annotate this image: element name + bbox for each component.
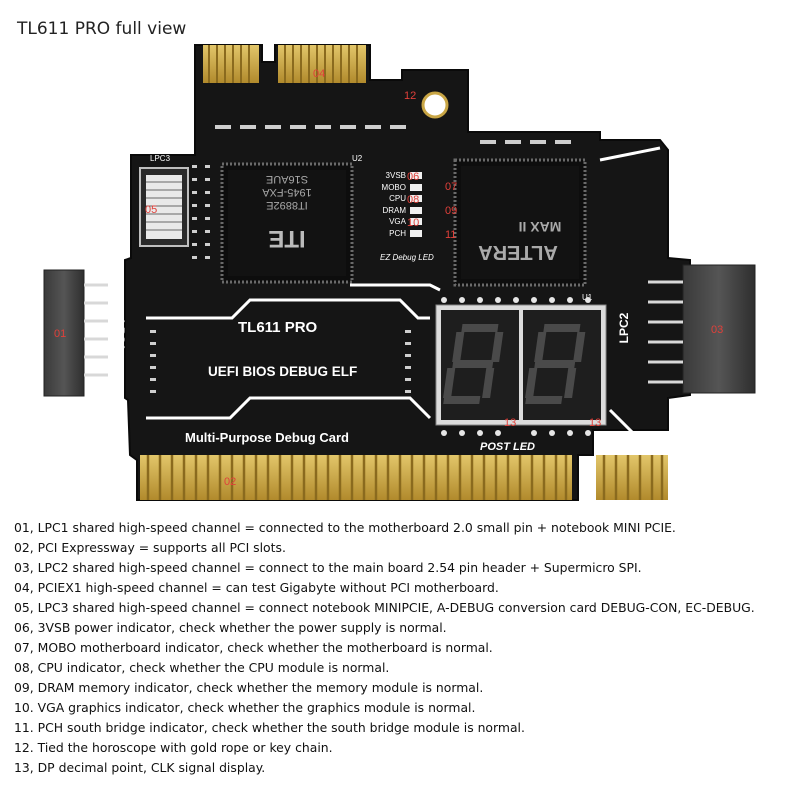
marker-01: 01	[54, 328, 66, 340]
marker-11: 11	[445, 229, 456, 241]
silk-ez-led: EZ Debug LED	[380, 253, 434, 262]
legend-item-04: 04, PCIEX1 high-speed channel = can test…	[14, 580, 499, 595]
legend-item-11: 11. PCH south bridge indicator, check wh…	[14, 720, 525, 735]
debug-card-photo: ITE IT8892E 1945-FXA S16AUE ALTERA MAX I…	[43, 44, 756, 501]
legend-item-05: 05, LPC3 shared high-speed channel = con…	[14, 600, 755, 615]
marker-03: 03	[711, 324, 723, 336]
board-slogan: UEFI BIOS DEBUG ELF	[208, 364, 357, 379]
marker-02: 02	[224, 476, 236, 488]
ite-chip-brand: ITE	[268, 225, 305, 252]
lpc3-connector	[139, 167, 189, 247]
display-pins	[441, 297, 591, 436]
marker-09: 09	[445, 205, 457, 217]
legend-item-06: 06, 3VSB power indicator, check whether …	[14, 620, 447, 635]
legend-item-03: 03, LPC2 shared high-speed channel = con…	[14, 560, 642, 575]
ite-chip-line-3: S16AUE	[266, 173, 308, 185]
led-labels: 3VSB MOBO CPU DRAM VGA PCH	[382, 171, 407, 238]
legend-item-07: 07, MOBO motherboard indicator, check wh…	[14, 640, 493, 655]
ite-chip-line-1: IT8892E	[266, 199, 308, 211]
altera-chip-brand: ALTERA	[478, 241, 558, 263]
marker-05: 05	[145, 204, 157, 216]
marker-04: 04	[313, 68, 325, 80]
ite-chip: ITE IT8892E 1945-FXA S16AUE	[220, 162, 354, 284]
led-label-3vsb: 3VSB	[386, 171, 406, 180]
marker-10: 10	[407, 217, 419, 229]
legend-list: 01, LPC1 shared high-speed channel = con…	[14, 518, 794, 778]
marker-12: 12	[404, 90, 416, 102]
pci-fingers	[140, 455, 668, 500]
led-label-vga: VGA	[389, 217, 407, 226]
lanyard-hole	[421, 91, 449, 119]
led-label-mobo: MOBO	[382, 183, 406, 192]
legend-item-13: 13, DP decimal point, CLK signal display…	[14, 760, 266, 775]
legend-item-01: 01, LPC1 shared high-speed channel = con…	[14, 520, 676, 535]
marker-07: 07	[445, 181, 457, 193]
ite-chip-line-2: 1945-FXA	[262, 186, 312, 198]
lpc2-connector	[682, 264, 756, 394]
status-leds	[410, 172, 422, 237]
legend-item-10: 10. VGA graphics indicator, check whethe…	[14, 700, 476, 715]
led-label-dram: DRAM	[382, 206, 406, 215]
legend-item-08: 08, CPU indicator, check whether the CPU…	[14, 660, 390, 675]
callout-markers: 01 02 03 04 05 06 07 08 09 10 11 12 13 1…	[54, 68, 723, 488]
altera-chip: ALTERA MAX II	[453, 158, 587, 287]
altera-chip-series: MAX II	[519, 219, 562, 235]
legend-item-12: 12. Tied the horoscope with gold rope or…	[14, 740, 333, 755]
marker-13b: 13	[589, 417, 601, 429]
marker-06: 06	[407, 171, 419, 183]
silk-lpc1: LPC1	[113, 320, 127, 351]
debug-card-board: ITE IT8892E 1945-FXA S16AUE ALTERA MAX I…	[43, 44, 756, 501]
marker-13a: 13	[504, 417, 516, 429]
silk-lpc2: LPC2	[617, 312, 631, 343]
legend-item-02: 02, PCI Expressway = supports all PCI sl…	[14, 540, 286, 555]
silk-post-led: POST LED	[480, 441, 535, 453]
lpc1-connector	[43, 269, 85, 397]
led-label-cpu: CPU	[389, 194, 406, 203]
led-label-pch: PCH	[389, 229, 406, 238]
smd-components	[150, 125, 571, 393]
legend-item-09: 09, DRAM memory indicator, check whether…	[14, 680, 484, 695]
board-name: TL611 PRO	[238, 319, 318, 336]
silk-u2: U2	[352, 154, 363, 163]
silk-lpc3: LPC3	[150, 154, 171, 163]
page-title: TL611 PRO full view	[17, 19, 187, 39]
pcie-x1-fingers	[203, 45, 366, 83]
marker-08: 08	[407, 194, 419, 206]
board-subtitle: Multi-Purpose Debug Card	[185, 430, 349, 445]
post-display	[435, 304, 607, 426]
silk-traces	[146, 146, 661, 442]
